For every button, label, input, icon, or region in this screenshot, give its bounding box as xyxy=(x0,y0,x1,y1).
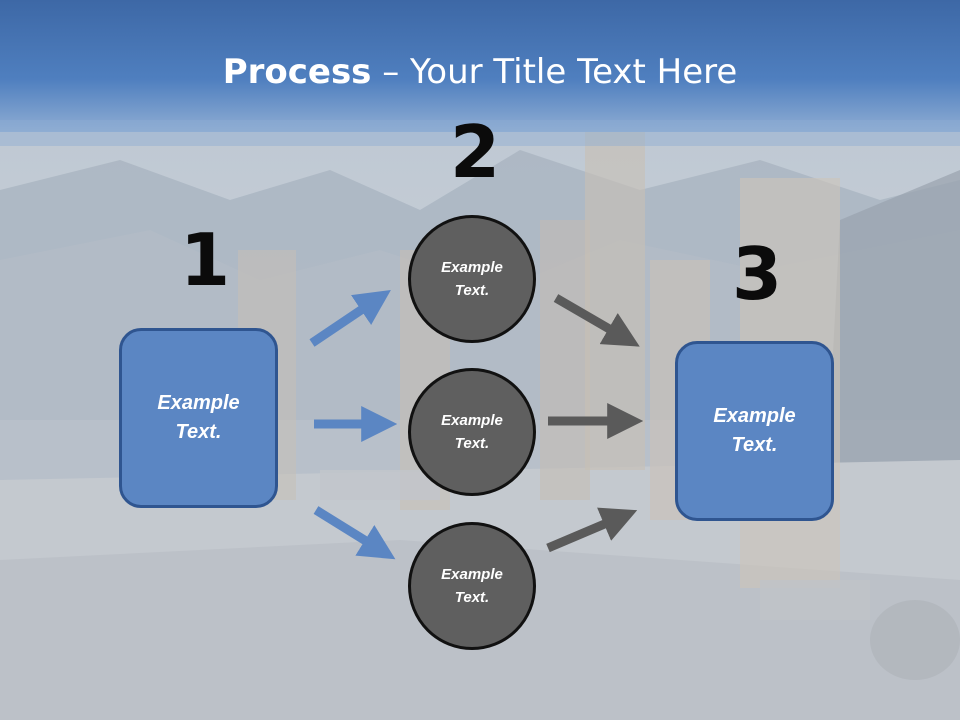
step-number-2: 2 xyxy=(450,110,501,194)
arrow-left-to-top xyxy=(309,289,391,347)
circle-top: Example Text. xyxy=(408,215,536,343)
circle-middle-line1: Example xyxy=(441,412,503,429)
title-rest: – Your Title Text Here xyxy=(371,52,738,92)
step-number-3: 3 xyxy=(732,232,783,316)
circle-top-line2: Text. xyxy=(454,282,490,299)
arrow-top-to-right xyxy=(553,294,640,347)
slide-title: Process – Your Title Text Here xyxy=(0,52,960,92)
circle-top-line1: Example xyxy=(441,259,503,276)
circle-middle-line2: Text. xyxy=(454,435,490,452)
right-process-box: Example Text. xyxy=(675,341,834,521)
arrow-left-to-bottom xyxy=(313,506,396,560)
left-box-line1: Example xyxy=(157,392,240,414)
right-box-line1: Example xyxy=(713,405,796,427)
circle-bottom-line2: Text. xyxy=(454,589,490,606)
circle-bottom: Example Text. xyxy=(408,522,536,650)
circle-middle: Example Text. xyxy=(408,368,536,496)
step-number-1: 1 xyxy=(180,218,231,302)
left-process-box: Example Text. xyxy=(119,328,278,508)
right-box-line2: Text. xyxy=(731,434,778,456)
left-box-line2: Text. xyxy=(175,421,222,443)
title-strong: Process xyxy=(222,52,372,92)
circle-bottom-line1: Example xyxy=(441,566,503,583)
arrow-bottom-to-right xyxy=(546,507,638,553)
